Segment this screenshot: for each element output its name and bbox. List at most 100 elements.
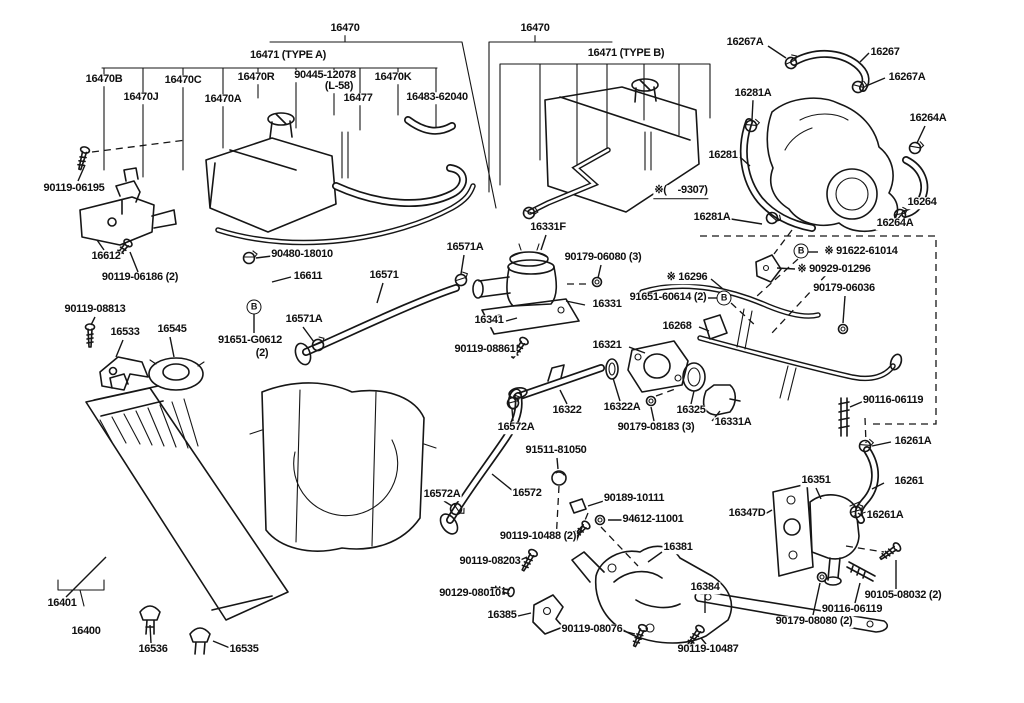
leader-line	[302, 326, 315, 343]
leader-line	[559, 389, 568, 405]
part-label-90480-18010: 90480-18010	[270, 248, 334, 261]
leader-line	[511, 408, 514, 422]
part-label-90179-06080-3: 90179-06080 (3)	[563, 251, 643, 264]
leader-line	[443, 500, 453, 507]
part-label-90119-06195: 90119-06195	[42, 182, 106, 195]
part-label-90129-08010: 90129-08010	[438, 587, 502, 600]
part-label-16322: 16322	[551, 404, 583, 417]
leader-line	[556, 457, 559, 470]
leader-line	[690, 390, 695, 405]
leader-line	[865, 77, 886, 87]
part-label-90119-08861: 90119-08861	[453, 343, 517, 356]
part-label-16267: 16267	[869, 46, 901, 59]
bolt-mark-b: B	[246, 299, 262, 315]
part-label-16470b: 16470B	[84, 73, 124, 86]
part-label-90119-08076: 90119-08076	[560, 623, 624, 636]
part-label-16612: 16612	[90, 250, 122, 263]
part-label-16535: 16535	[228, 643, 260, 656]
part-label-90189-10111: 90189-10111	[602, 492, 666, 505]
assembly-dash-line	[864, 417, 867, 444]
part-label-90179-08183-3: 90179-08183 (3)	[616, 421, 696, 434]
part-label-16470: 16470	[519, 22, 551, 35]
leader-line	[776, 267, 796, 270]
part-label-16331f: 16331F	[529, 221, 567, 234]
part-label-16331: 16331	[591, 298, 623, 311]
part-label-16268: 16268	[661, 320, 693, 333]
part-label-94612-11001: 94612-11001	[621, 513, 685, 526]
part-label-90119-06186-2: 90119-06186 (2)	[100, 271, 180, 284]
leader-line	[849, 400, 865, 408]
part-label-16281a: 16281A	[733, 87, 773, 100]
part-label-16470r: 16470R	[236, 71, 276, 84]
leader-line	[628, 346, 646, 354]
leader-line	[812, 582, 821, 616]
leader-line	[647, 551, 663, 563]
part-label-16267a: 16267A	[887, 71, 927, 84]
part-label-16572a: 16572A	[422, 488, 462, 501]
part-label-91622-61014: ※ 91622-61014	[823, 245, 899, 258]
leader-line	[739, 156, 751, 167]
assembly-dash-line	[655, 387, 679, 397]
part-label-16471-type-b: 16471 (TYPE B)	[586, 47, 666, 60]
part-label-90116-06119: 90116-06119	[861, 394, 925, 407]
part-label-16381: 16381	[662, 541, 694, 554]
leader-line	[871, 441, 892, 447]
part-label-16384: 16384	[689, 581, 721, 594]
leader-line	[129, 251, 139, 273]
leader-line	[505, 317, 518, 322]
leader-line	[854, 582, 861, 604]
leader-line	[871, 482, 885, 490]
part-label-16572: 16572	[511, 487, 543, 500]
bolt-mark-b: B	[716, 290, 732, 306]
assembly-dash-line	[845, 545, 885, 553]
part-label-16351: 16351	[800, 474, 832, 487]
part-label-2: (2)	[254, 347, 270, 360]
part-label-16341: 16341	[473, 314, 505, 327]
part-label-16545: 16545	[156, 323, 188, 336]
part-label-90119-08813: 90119-08813	[63, 303, 127, 316]
part-label-16331a: 16331A	[713, 416, 753, 429]
leader-line	[65, 556, 107, 598]
part-label-90445-12078: 90445-12078	[293, 69, 357, 82]
leader-line	[540, 234, 547, 251]
leader-line	[460, 254, 465, 275]
part-label-90119-08203: 90119-08203	[458, 555, 522, 568]
part-label-16470c: 16470C	[163, 74, 203, 87]
part-label-16261: 16261	[893, 475, 925, 488]
part-label-16322a: 16322A	[602, 401, 642, 414]
leader-line	[77, 164, 86, 182]
part-label-16571a: 16571A	[445, 241, 485, 254]
assembly-dash-line	[773, 229, 793, 255]
part-label-16267a: 16267A	[725, 36, 765, 49]
part-label-16321: 16321	[591, 339, 623, 352]
part-label-90179-06036: 90179-06036	[812, 282, 876, 295]
part-label-91651-60614-2: 91651-60614 (2)	[628, 291, 708, 304]
part-label-16264: 16264	[906, 196, 938, 209]
part-label-90119-10488-2: 90119-10488 (2)	[498, 530, 578, 543]
part-label-16261a: 16261A	[893, 435, 933, 448]
part-label-90929-01296: ※ 90929-01296	[796, 263, 872, 276]
part-label-16347d: 16347D	[727, 507, 767, 520]
part-label-16470: 16470	[329, 22, 361, 35]
part-label-16281: 16281	[707, 149, 739, 162]
leader-line	[96, 239, 105, 251]
part-label-16281a: 16281A	[692, 211, 732, 224]
part-label-16471-type-a: 16471 (TYPE A)	[248, 49, 328, 62]
leader-line	[751, 99, 754, 121]
part-label-91651-g0612: 91651-G0612	[217, 334, 283, 347]
part-label-16470a: 16470A	[203, 93, 243, 106]
assembly-dash-line	[756, 258, 799, 297]
leader-line	[857, 512, 863, 517]
leader-line	[169, 336, 175, 358]
leader-line	[115, 339, 124, 358]
part-label-16536: 16536	[137, 643, 169, 656]
leader-line	[565, 300, 586, 306]
leader-line	[815, 487, 822, 500]
leader-line	[842, 295, 846, 324]
part-label-90105-08032-2: 90105-08032 (2)	[863, 589, 943, 602]
part-label-90116-06119: 90116-06119	[820, 603, 884, 616]
part-label-16385: 16385	[486, 609, 518, 622]
